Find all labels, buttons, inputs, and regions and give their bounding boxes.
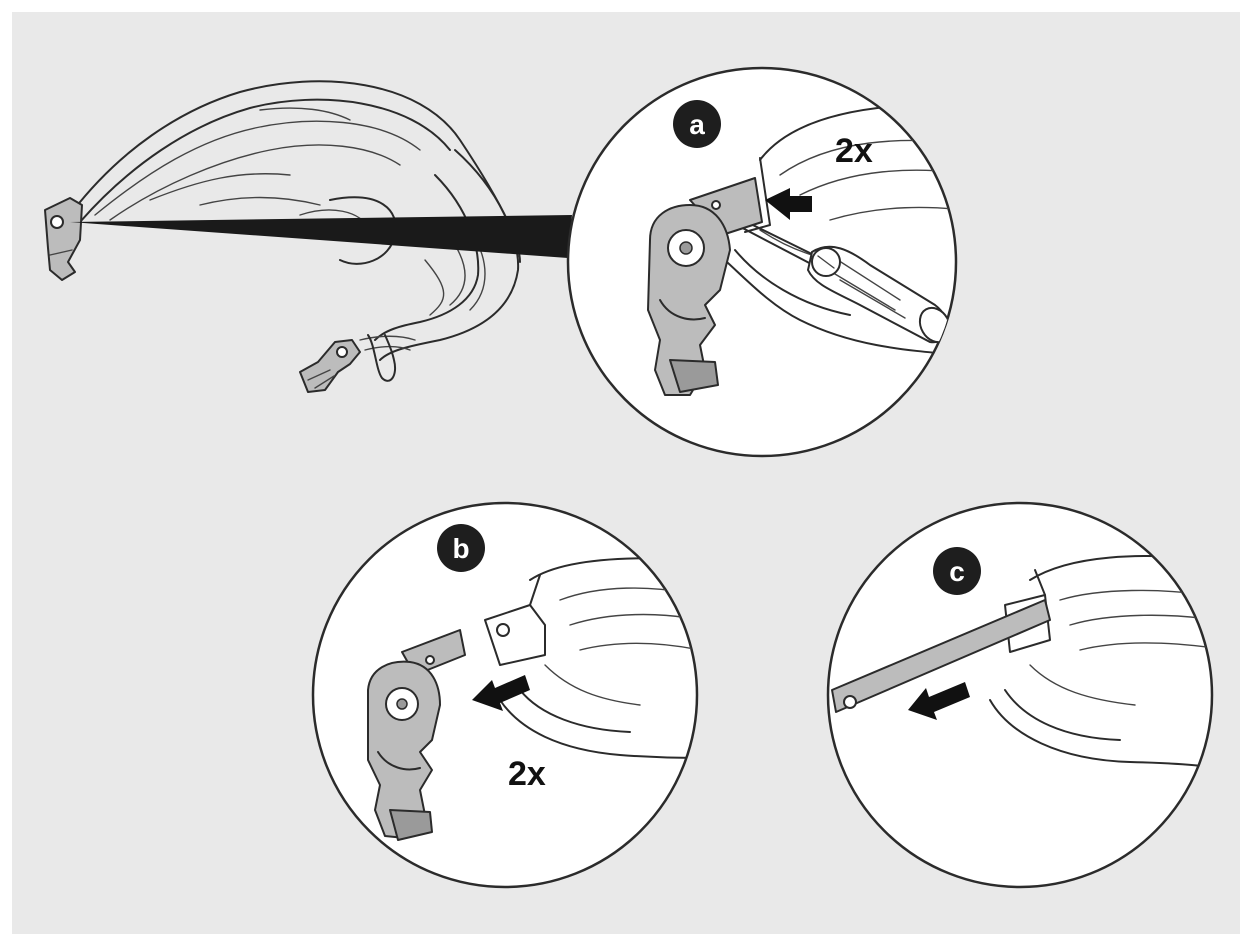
detail-b: b 2x xyxy=(311,501,699,889)
badge-b-label: b xyxy=(452,533,469,564)
count-b: 2x xyxy=(508,755,546,793)
count-a: 2x xyxy=(835,132,873,170)
push-arrow xyxy=(765,188,812,220)
badge-a xyxy=(673,100,721,148)
detail-a-circle xyxy=(566,66,958,458)
pull-arrow-b xyxy=(472,675,530,711)
detail-c: c xyxy=(826,501,1214,889)
badge-b xyxy=(437,524,485,572)
badge-c-label: c xyxy=(949,556,965,587)
badge-a-label: a xyxy=(689,109,705,140)
lower-clip xyxy=(299,339,361,393)
badge-c xyxy=(933,547,981,595)
left-clip xyxy=(44,197,83,281)
zoom-pointer xyxy=(70,215,572,258)
detail-a: a 2x xyxy=(566,66,958,458)
headband-overview xyxy=(44,80,572,393)
detail-c-circle xyxy=(826,501,1214,889)
pull-arrow-c xyxy=(908,682,970,720)
